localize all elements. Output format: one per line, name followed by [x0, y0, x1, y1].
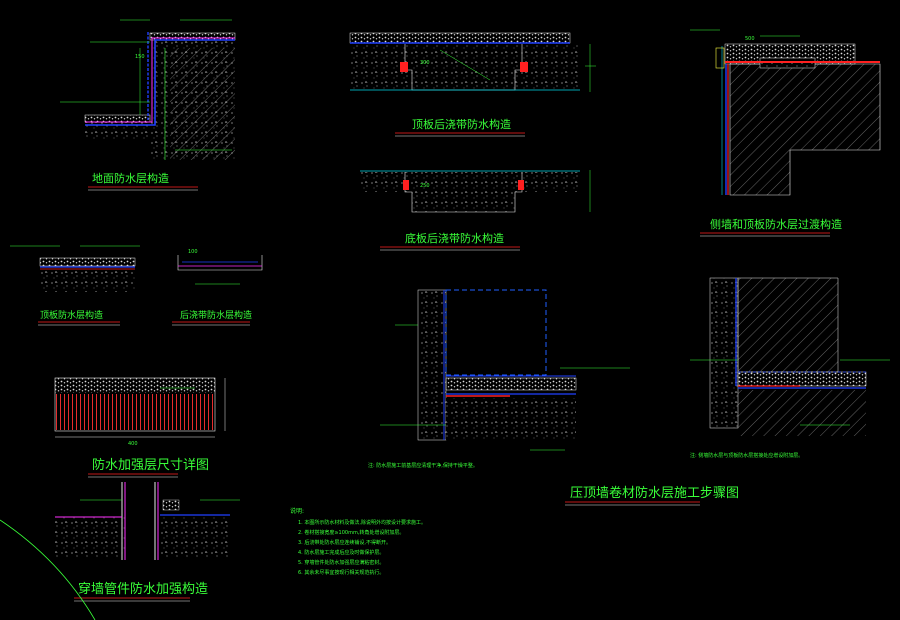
detail-7-reinforcement-size: 400 防水加强层尺寸详图 [54, 377, 226, 478]
footnote-mid: 注: 防水层施工前基层应清理干净,保持干燥平整。 [368, 462, 478, 469]
detail-4-wall-roof-transition: 500 侧墙和顶板防水层过渡构造 [690, 29, 881, 237]
note-line-3: 3. 后浇带处防水层应连续铺设,不得断开。 [298, 539, 391, 546]
footnote-right: 注: 侧墙防水层与顶板防水层搭接处应增设附加层。 [690, 452, 803, 459]
dim-label: 500 [745, 36, 755, 42]
notes-heading: 说明: [290, 507, 304, 515]
title-wall-roof-transition: 侧墙和顶板防水层过渡构造 [710, 217, 842, 231]
general-notes: 说明: 1. 本图所示防水材料及做法,除说明外均按设计要求施工。 2. 卷材搭接… [290, 507, 426, 576]
dim-label: 300 [420, 60, 430, 66]
dim-label: 400 [128, 441, 138, 447]
detail-6-pour-strip-waterproof: 100 后浇带防水层构造 [172, 249, 263, 326]
note-line-5: 5. 穿墙管件处防水加强层应满粘密封。 [298, 559, 384, 566]
title-parapet-steps: 压顶墙卷材防水层施工步骤图 [570, 485, 739, 501]
detail-2-roof-pour-strip: 300 顶板后浇带防水构造 [349, 32, 596, 137]
detail-8-parapet-steps: 注: 防水层施工前基层应清理干净,保持干燥平整。 压顶墙卷材防水层施工步骤图 [368, 289, 739, 506]
detail-3-floor-pour-strip: 250 底板后浇带防水构造 [360, 170, 591, 251]
detail-10-pipe-through-wall: 穿墙管件防水加强构造 [0, 482, 240, 620]
detail-5-roof-waterproof: 顶板防水层构造 [10, 245, 140, 326]
title-roof-pour-strip: 顶板后浇带防水构造 [412, 117, 511, 131]
dim-label: 250 [420, 183, 430, 189]
title-roof-waterproof: 顶板防水层构造 [40, 309, 103, 321]
dim-label: 150 [135, 54, 145, 60]
title-floor-pour-strip: 底板后浇带防水构造 [405, 231, 504, 245]
title-pour-strip-waterproof: 后浇带防水层构造 [180, 309, 252, 321]
detail-9-wall-step-right: 注: 侧墙防水层与顶板防水层搭接处应增设附加层。 [690, 277, 890, 459]
note-line-2: 2. 卷材搭接宽度≥100mm,转角处增设附加层。 [298, 529, 404, 536]
dim-label: 100 [188, 249, 198, 255]
note-line-1: 1. 本图所示防水材料及做法,除说明外均按设计要求施工。 [298, 519, 426, 526]
note-line-6: 6. 其余未尽事宜按现行相关规范执行。 [298, 569, 384, 576]
detail-1-floor-waterproof: 150 地面防水层构造 [60, 19, 236, 191]
title-pipe-through-wall: 穿墙管件防水加强构造 [78, 581, 208, 597]
title-floor-waterproof: 地面防水层构造 [92, 171, 169, 185]
title-reinforcement-size: 防水加强层尺寸详图 [92, 457, 209, 473]
note-line-4: 4. 防水层施工完成后应及时做保护层。 [298, 549, 384, 556]
